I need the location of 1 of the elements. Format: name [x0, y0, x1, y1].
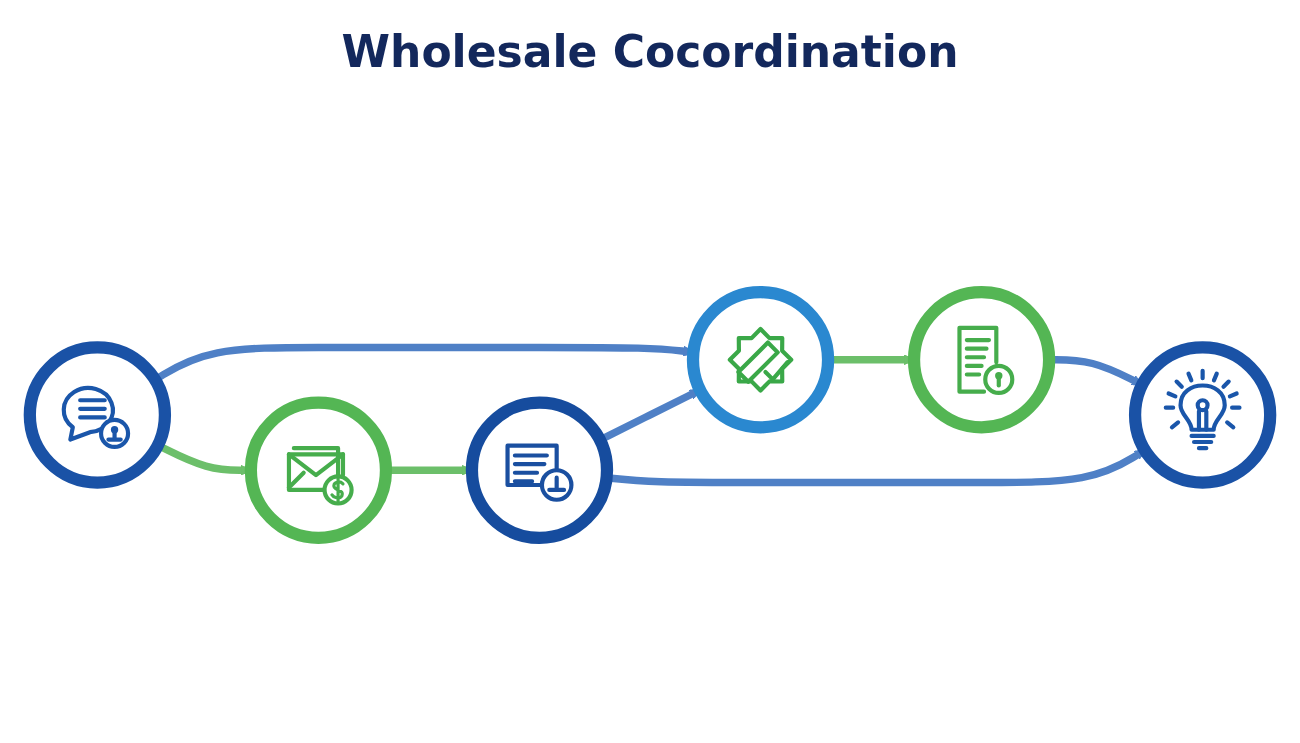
diagram-title: Wholesale Cocordination: [341, 26, 959, 77]
